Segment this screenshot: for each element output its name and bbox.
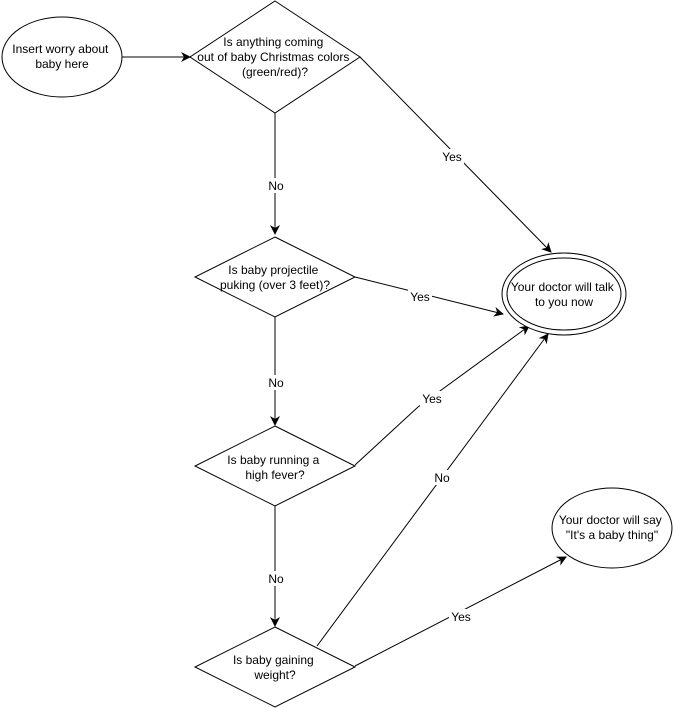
end-ellipse xyxy=(551,487,673,569)
node-end-doctor-now: Your doctor will talk to you now xyxy=(501,252,627,336)
decision-diamond xyxy=(193,425,357,507)
edge-labels: No Yes No Yes No Yes No Yes xyxy=(267,149,473,624)
question-weight-label: Is baby gaining weight? xyxy=(233,653,317,682)
label-puking-yes: Yes xyxy=(410,290,430,304)
label-puking-no: No xyxy=(268,376,284,390)
end-inner-ellipse xyxy=(506,257,622,331)
start-ellipse xyxy=(1,16,123,98)
edge-weight-no xyxy=(316,333,549,647)
decision-diamond xyxy=(193,236,357,318)
decision-diamond xyxy=(189,0,361,114)
question-colors-label: Is anything coming out of baby Christmas… xyxy=(197,35,352,79)
label-weight-yes: Yes xyxy=(451,610,471,624)
node-question-fever: Is baby running a high fever? xyxy=(193,425,357,507)
label-weight-no: No xyxy=(434,471,450,485)
node-end-baby-thing: Your doctor will say "It's a baby thing" xyxy=(551,487,673,569)
end-doctor-now-label: Your doctor will talk to you now xyxy=(511,280,617,309)
label-colors-no: No xyxy=(268,179,284,193)
start-label: Insert worry about baby here xyxy=(12,42,111,71)
node-question-colors: Is anything coming out of baby Christmas… xyxy=(189,0,361,114)
label-fever-no: No xyxy=(268,572,284,586)
node-question-weight: Is baby gaining weight? xyxy=(193,626,357,708)
edge-fever-yes xyxy=(354,325,530,466)
edges xyxy=(122,52,567,667)
end-baby-thing-label: Your doctor will say "It's a baby thing" xyxy=(559,513,665,542)
question-puking-label: Is baby projectile puking (over 3 feet)? xyxy=(220,263,330,292)
label-colors-yes: Yes xyxy=(442,150,462,164)
node-question-puking: Is baby projectile puking (over 3 feet)? xyxy=(193,236,357,318)
end-outer-ellipse xyxy=(501,252,627,336)
question-fever-label: Is baby running a high fever? xyxy=(227,453,322,482)
decision-diamond xyxy=(193,626,357,708)
label-fever-yes: Yes xyxy=(422,392,442,406)
node-start: Insert worry about baby here xyxy=(1,16,123,98)
